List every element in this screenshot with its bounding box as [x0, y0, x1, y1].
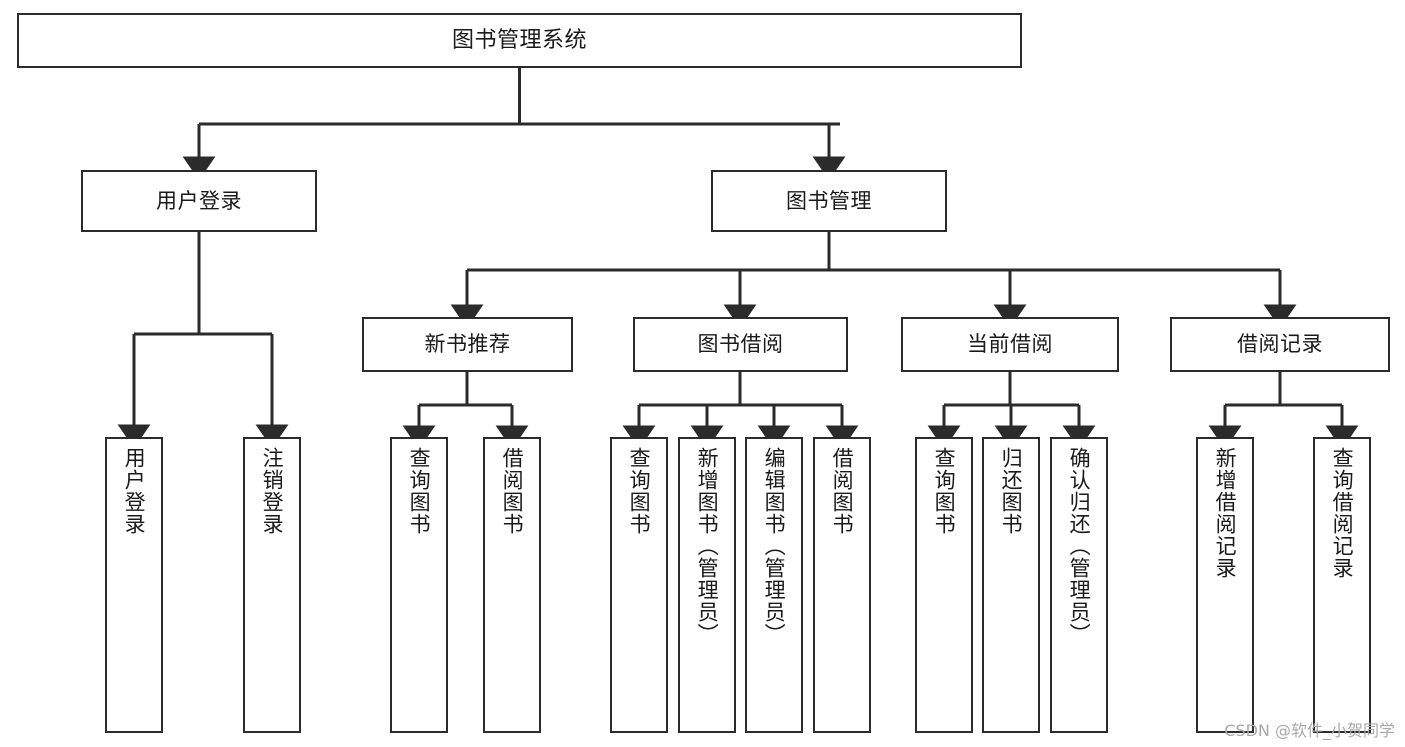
node-book-manage[interactable]: 图书管理	[711, 170, 947, 232]
node-leaf-query-book-3-label: 查询图书	[932, 447, 957, 535]
node-book-manage-label: 图书管理	[786, 188, 872, 213]
node-leaf-borrow-book-1-label: 借阅图书	[500, 447, 525, 535]
node-leaf-user-logout-label: 注销登录	[260, 447, 285, 535]
node-leaf-query-book-2-label: 查询图书	[627, 447, 652, 535]
node-borrow-record-label: 借阅记录	[1237, 332, 1323, 357]
node-leaf-add-record-label: 新增借阅记录	[1213, 447, 1238, 579]
csdn-watermark: CSDN @软件_小贺同学	[1224, 721, 1395, 740]
node-leaf-query-book-3[interactable]: 查询图书	[915, 437, 973, 733]
node-user-login-label: 用户登录	[156, 188, 242, 213]
node-leaf-add-book-label: 新增图书（管理员）	[695, 447, 720, 645]
node-book-borrow-label: 图书借阅	[697, 332, 784, 357]
node-leaf-borrow-book-2[interactable]: 借阅图书	[813, 437, 871, 733]
node-leaf-query-book-1-label: 查询图书	[407, 447, 432, 535]
node-leaf-query-record-label: 查询借阅记录	[1330, 447, 1355, 579]
node-leaf-add-book[interactable]: 新增图书（管理员）	[678, 437, 736, 733]
node-leaf-query-book-2[interactable]: 查询图书	[610, 437, 668, 733]
node-leaf-confirm-return-label: 确认归还（管理员）	[1067, 447, 1092, 645]
node-leaf-borrow-book-1[interactable]: 借阅图书	[483, 437, 541, 733]
node-leaf-edit-book-label: 编辑图书（管理员）	[762, 447, 787, 645]
node-leaf-add-record[interactable]: 新增借阅记录	[1196, 437, 1254, 733]
node-current-borrow-label: 当前借阅	[967, 332, 1053, 357]
node-leaf-query-book-1[interactable]: 查询图书	[390, 437, 448, 733]
node-leaf-edit-book[interactable]: 编辑图书（管理员）	[745, 437, 803, 733]
node-leaf-confirm-return[interactable]: 确认归还（管理员）	[1050, 437, 1108, 733]
node-new-book-recommend-label: 新书推荐	[424, 332, 511, 357]
node-leaf-borrow-book-2-label: 借阅图书	[830, 447, 855, 535]
node-current-borrow[interactable]: 当前借阅	[901, 317, 1119, 372]
node-new-book-recommend[interactable]: 新书推荐	[362, 317, 573, 372]
node-user-login[interactable]: 用户登录	[81, 170, 317, 232]
node-book-borrow[interactable]: 图书借阅	[633, 317, 848, 372]
node-leaf-return-book-label: 归还图书	[999, 447, 1024, 535]
node-leaf-user-login-label: 用户登录	[122, 447, 147, 535]
node-root-label: 图书管理系统	[451, 27, 587, 53]
node-leaf-return-book[interactable]: 归还图书	[982, 437, 1040, 733]
node-root[interactable]: 图书管理系统	[17, 13, 1022, 68]
node-leaf-query-record[interactable]: 查询借阅记录	[1313, 437, 1371, 733]
node-leaf-user-logout[interactable]: 注销登录	[243, 437, 301, 733]
node-leaf-user-login[interactable]: 用户登录	[105, 437, 163, 733]
node-borrow-record[interactable]: 借阅记录	[1170, 317, 1390, 372]
